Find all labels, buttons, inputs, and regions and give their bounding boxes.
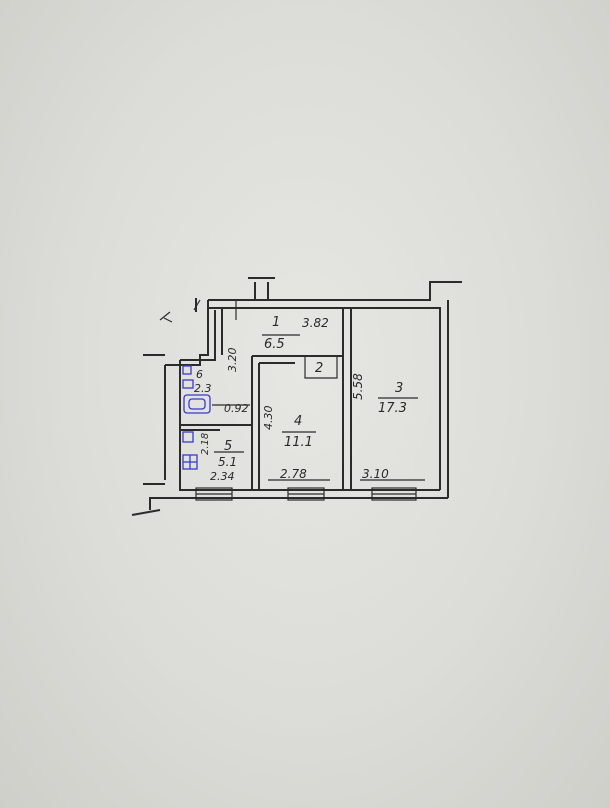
- toilet-icon: [182, 365, 194, 389]
- room-4-number: 4: [294, 414, 302, 429]
- windows: [195, 487, 417, 501]
- room-1-number: 1: [272, 315, 280, 330]
- room-4-area: 11.1: [284, 435, 313, 450]
- dim-hall-height: 3.20: [226, 348, 239, 373]
- room-1-area: 6.5: [264, 337, 285, 352]
- pencil-marks: [159, 299, 201, 323]
- dim-room4-width: 2.78: [280, 467, 307, 481]
- stove-icon: [182, 454, 198, 470]
- room-3-number: 3: [395, 381, 403, 396]
- bathtub-icon: [183, 394, 211, 414]
- dim-room4-height: 4.30: [262, 406, 275, 431]
- outer-walls: [131, 277, 462, 516]
- room-6-area: 2.3: [194, 382, 212, 395]
- dim-kitchen-height: 2.18: [200, 433, 211, 455]
- dimension-lines: [212, 334, 425, 481]
- room-3-area: 17.3: [378, 401, 407, 416]
- interior-walls: [180, 300, 352, 490]
- room-6-number: 6: [196, 368, 203, 381]
- dim-hall-width: 3.82: [302, 316, 329, 330]
- room-5-area: 5.1: [218, 455, 237, 469]
- sink-icon: [182, 431, 194, 443]
- dim-kitchen-width: 2.34: [210, 470, 235, 483]
- room-5-number: 5: [224, 439, 232, 454]
- dim-bath-width: 0.92: [224, 402, 249, 415]
- dim-room3-height: 5.58: [351, 373, 365, 400]
- dim-room3-width: 3.10: [362, 467, 389, 481]
- room-2-number: 2: [315, 361, 323, 376]
- fixtures: [182, 365, 211, 470]
